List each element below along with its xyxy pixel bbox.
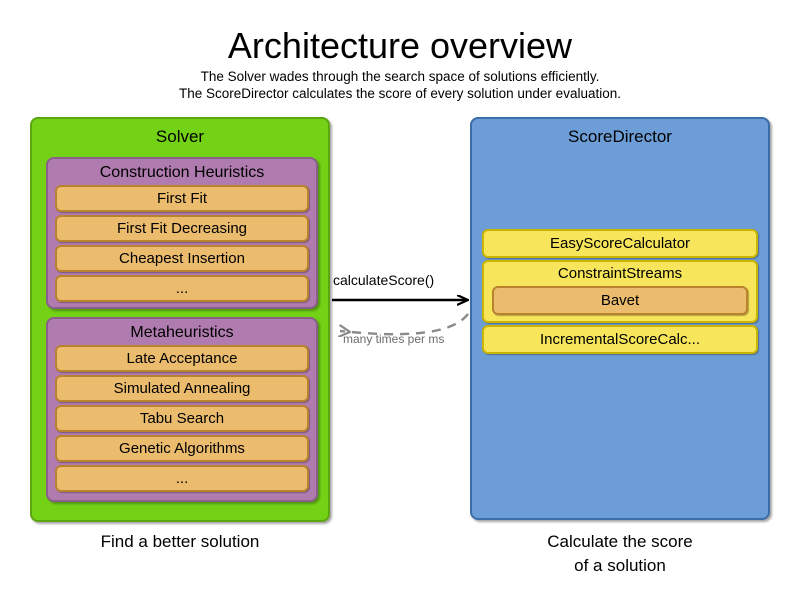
- page-subtitle: The Solver wades through the search spac…: [0, 68, 800, 102]
- item-tabu-search[interactable]: Tabu Search: [55, 405, 309, 432]
- arrow-label-many-times-per-ms: many times per ms: [343, 332, 445, 346]
- item-first-fit-decreasing[interactable]: First Fit Decreasing: [55, 215, 309, 242]
- solver-panel[interactable]: Solver Construction Heuristics First Fit…: [30, 117, 330, 522]
- group-construction-heuristics-items: First Fit First Fit Decreasing Cheapest …: [48, 185, 316, 308]
- group-metaheuristics[interactable]: Metaheuristics Late Acceptance Simulated…: [46, 317, 318, 502]
- caption-score-director: Calculate the score of a solution: [470, 530, 770, 578]
- item-late-acceptance[interactable]: Late Acceptance: [55, 345, 309, 372]
- item-constraint-streams-label: ConstraintStreams: [557, 265, 683, 282]
- item-easy-score-calculator[interactable]: EasyScoreCalculator: [482, 229, 758, 258]
- caption-solver-line-1: Find a better solution: [100, 532, 260, 551]
- item-genetic-algorithms[interactable]: Genetic Algorithms: [55, 435, 309, 462]
- group-metaheuristics-items: Late Acceptance Simulated Annealing Tabu…: [48, 345, 316, 498]
- subtitle-line-1: The Solver wades through the search spac…: [200, 69, 600, 84]
- item-incremental-score-calculator[interactable]: IncrementalScoreCalc...: [482, 325, 758, 354]
- item-bavet[interactable]: Bavet: [492, 286, 748, 315]
- group-construction-heuristics[interactable]: Construction Heuristics First Fit First …: [46, 157, 318, 309]
- caption-solver: Find a better solution: [30, 530, 330, 554]
- solver-panel-title: Solver: [155, 127, 205, 146]
- group-metaheuristics-title: Metaheuristics: [130, 324, 234, 341]
- item-first-fit[interactable]: First Fit: [55, 185, 309, 212]
- caption-score-director-line-1: Calculate the score: [547, 532, 693, 551]
- arrow-label-calculate-score: calculateScore(): [333, 272, 435, 288]
- item-simulated-annealing[interactable]: Simulated Annealing: [55, 375, 309, 402]
- subtitle-line-2: The ScoreDirector calculates the score o…: [179, 86, 621, 101]
- group-construction-heuristics-title: Construction Heuristics: [99, 164, 265, 181]
- page-title: Architecture overview: [227, 25, 573, 66]
- item-construction-more[interactable]: ...: [55, 275, 309, 302]
- item-constraint-streams[interactable]: ConstraintStreams Bavet: [482, 260, 758, 323]
- score-director-panel[interactable]: ScoreDirector EasyScoreCalculator Constr…: [470, 117, 770, 520]
- item-cheapest-insertion[interactable]: Cheapest Insertion: [55, 245, 309, 272]
- score-director-panel-title: ScoreDirector: [568, 127, 672, 146]
- item-metaheuristics-more[interactable]: ...: [55, 465, 309, 492]
- caption-score-director-line-2: of a solution: [574, 556, 666, 575]
- item-constraint-streams-children: Bavet: [492, 286, 748, 315]
- score-director-items: EasyScoreCalculator ConstraintStreams Ba…: [482, 229, 758, 356]
